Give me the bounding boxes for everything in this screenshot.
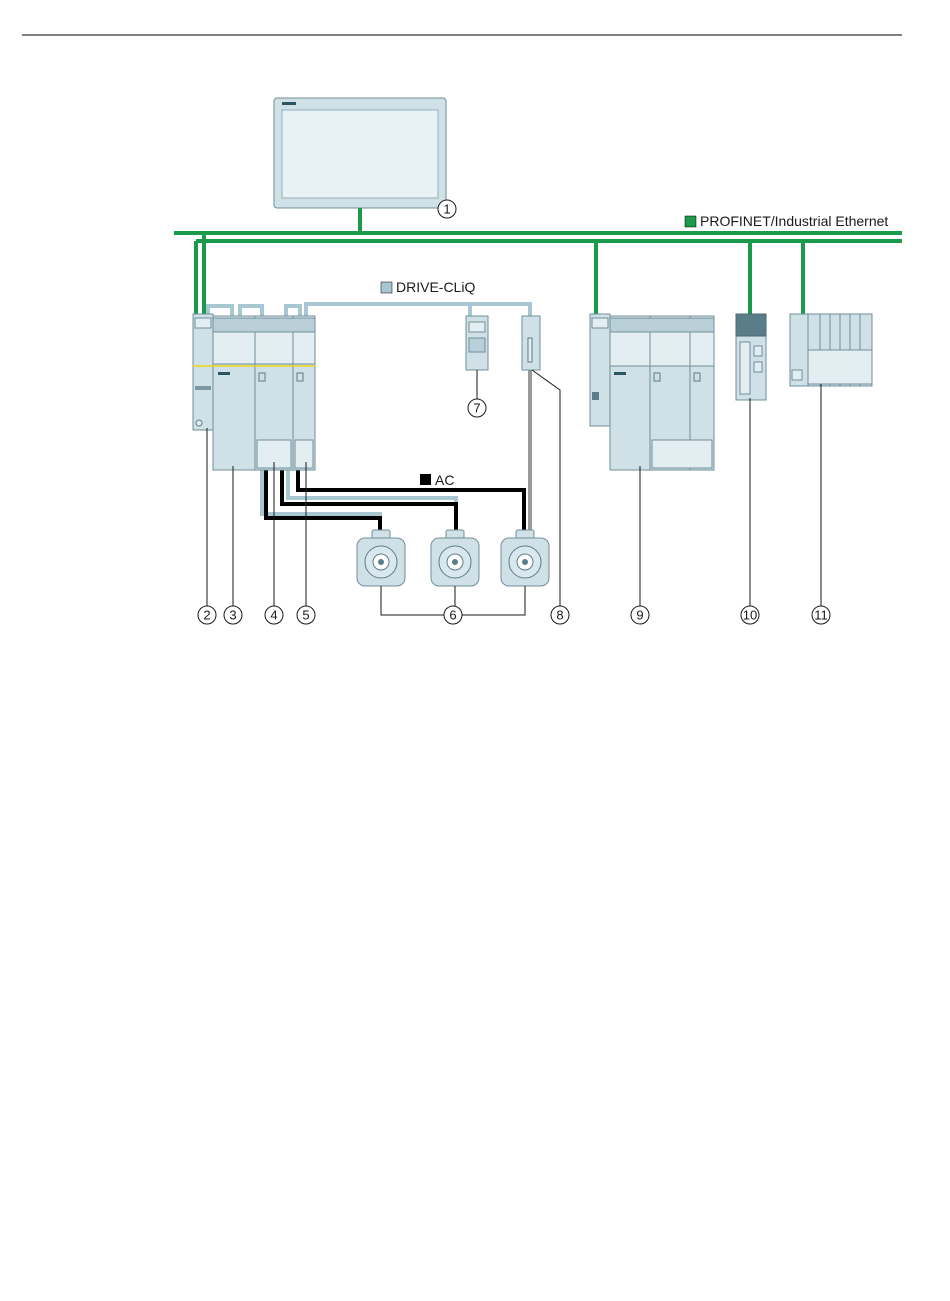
callout-6: 6 xyxy=(444,606,462,624)
callout-8: 8 xyxy=(551,606,569,624)
legend-profinet: PROFINET/Industrial Ethernet xyxy=(685,213,888,229)
motor-3 xyxy=(501,530,549,586)
svg-text:3: 3 xyxy=(229,608,236,623)
drive-lineup-2 xyxy=(590,314,714,470)
svg-text:4: 4 xyxy=(270,608,277,623)
line-module xyxy=(213,316,255,470)
legend-ac-label: AC xyxy=(435,472,454,488)
motor-1 xyxy=(357,530,405,586)
svg-text:7: 7 xyxy=(473,401,480,416)
callout-5: 5 xyxy=(297,606,315,624)
sensor-module xyxy=(466,316,488,370)
terminal-strip xyxy=(213,318,315,332)
callout-7: 7 xyxy=(468,399,486,417)
svg-text:9: 9 xyxy=(636,608,643,623)
io-device xyxy=(736,314,766,400)
control-unit xyxy=(193,314,213,430)
legend-drivecliq-label: DRIVE-CLiQ xyxy=(396,279,475,295)
callout-2: 2 xyxy=(198,606,216,624)
legend-ac: AC xyxy=(420,472,454,488)
distributed-io xyxy=(790,314,872,386)
callout-11: 11 xyxy=(812,606,830,624)
svg-text:6: 6 xyxy=(449,608,456,623)
ac-lines xyxy=(266,470,524,534)
callout-9: 9 xyxy=(631,606,649,624)
legend-drivecliq: DRIVE-CLiQ xyxy=(381,279,475,295)
sensor-module-cabinet xyxy=(522,316,540,370)
svg-text:5: 5 xyxy=(302,608,309,623)
hmi-panel xyxy=(274,98,446,208)
callout-4: 4 xyxy=(265,606,283,624)
callout-10: 10 xyxy=(741,606,759,624)
svg-text:11: 11 xyxy=(814,608,828,623)
motor-module-single xyxy=(293,316,315,470)
svg-text:10: 10 xyxy=(743,608,757,623)
svg-text:1: 1 xyxy=(443,202,450,217)
svg-text:8: 8 xyxy=(556,608,563,623)
callout-1: 1 xyxy=(438,200,456,218)
motor-module-double xyxy=(255,316,293,470)
callout-3: 3 xyxy=(224,606,242,624)
legend-profinet-label: PROFINET/Industrial Ethernet xyxy=(700,213,888,229)
motor-2 xyxy=(431,530,479,586)
svg-text:2: 2 xyxy=(203,608,210,623)
